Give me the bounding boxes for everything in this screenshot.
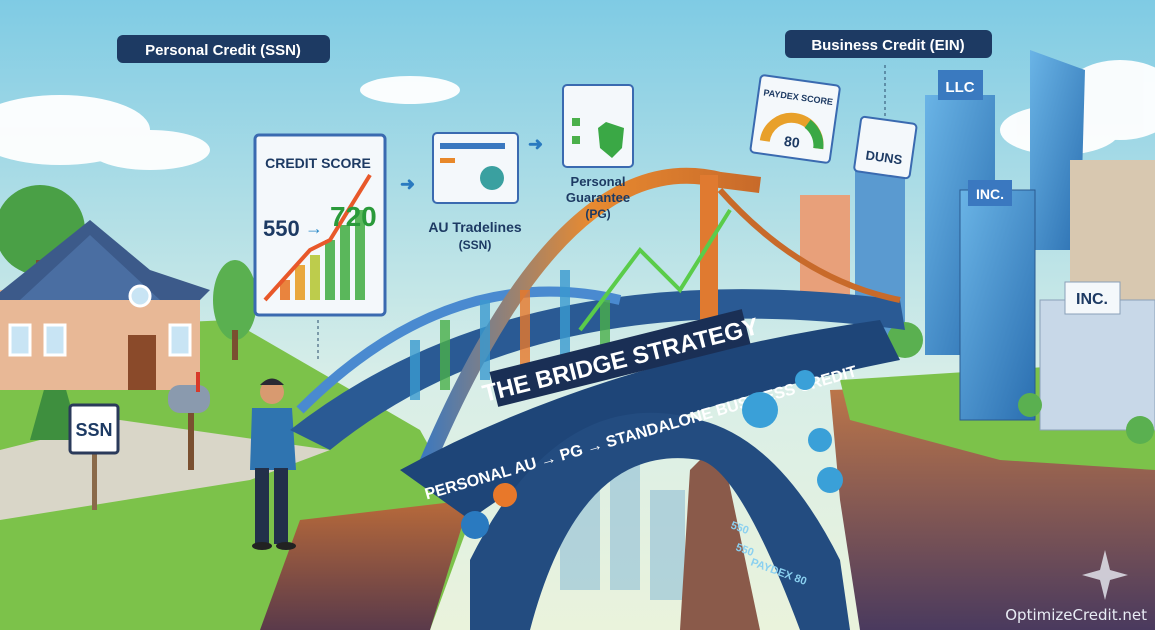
duns-text: DUNS [865,147,904,167]
au-tradelines-sub: (SSN) [459,238,492,252]
city: LLC INC. INC. [800,50,1155,444]
left-cliff [260,500,470,630]
play-icon [461,511,489,539]
duns-sign: DUNS [853,115,918,180]
pg-line1: Personal [571,174,626,189]
sparkle-icon [1082,550,1128,600]
score-to: 720 [330,201,377,232]
inc-label-1: INC. [976,186,1004,202]
credit-score-title: CREDIT SCORE [265,155,371,171]
personal-credit-label: Personal Credit (SSN) [117,35,330,63]
credit-score-card: CREDIT SCORE 550 → 720 [253,133,387,360]
bridge-title-banner [489,309,751,407]
llc-label: LLC [945,79,974,96]
paydex-card: PAYDEX SCORE 80 [749,74,841,164]
person [250,378,296,550]
personal-guarantee: Personal Guarantee (PG) [562,84,634,221]
screen-text-2: 550 [734,542,755,560]
llc-sign [938,70,983,100]
business-credit-text: Business Credit (EIN) [811,37,964,54]
au-tradelines-title: AU Tradelines [428,219,522,235]
watermark: OptimizeCredit.net [1005,606,1147,624]
au-tradelines: AU Tradelines (SSN) [428,132,522,252]
personal-credit-text: Personal Credit (SSN) [145,42,301,59]
inc-label-2: INC. [1076,291,1108,308]
score-from: 550 [263,216,300,241]
house [0,220,210,390]
ssn-sign-text: SSN [75,420,112,440]
ssn-sign: SSN [68,403,120,510]
arrow-icon-2: ➜ [528,134,543,154]
screen-text-1: 550 [729,520,750,538]
mailbox [168,372,210,470]
shield-check-icon [598,122,624,158]
business-credit-label: Business Credit (EIN) [785,30,992,120]
paydex-value: 80 [783,133,801,151]
pg-line3: (PG) [585,207,610,221]
mid-rock [680,440,760,630]
arrow-icon-1: ➜ [400,174,415,194]
gear-icons [493,370,843,507]
pg-line2: Guarantee [566,190,630,205]
score-arrow: → [305,218,323,238]
